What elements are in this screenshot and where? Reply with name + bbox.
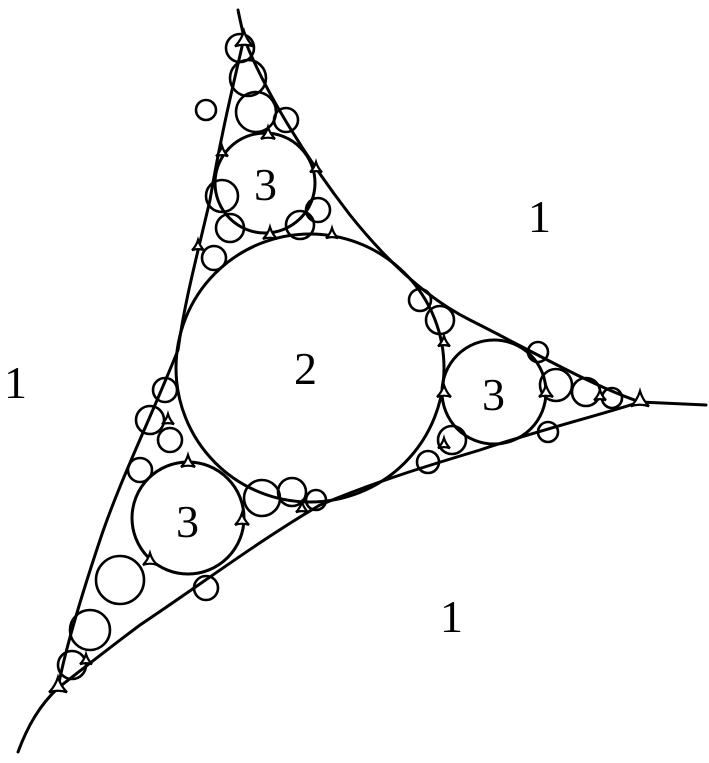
small-disk: [272, 106, 300, 134]
cusp-triangle: [295, 498, 309, 514]
small-disk-chains: [56, 32, 624, 681]
small-disk: [192, 574, 220, 602]
cusp-triangle: [436, 381, 452, 398]
small-disk: [204, 178, 240, 214]
small-disk: [436, 424, 468, 456]
cusp-triangle: [234, 509, 250, 526]
cusp-triangle: [437, 332, 451, 348]
small-disk: [194, 98, 218, 122]
label-disk-top: 3: [254, 159, 277, 210]
outer-boundary-left: [56, 36, 246, 690]
cusp-triangle: [215, 142, 229, 158]
small-disk: [200, 244, 228, 272]
small-disk: [570, 376, 602, 408]
boundary-curves: [16, 8, 708, 754]
cusp-triangle: [538, 381, 554, 398]
small-disk: [407, 287, 433, 313]
small-disk: [234, 90, 278, 134]
cusp-triangle: [180, 451, 196, 468]
small-disk: [134, 404, 166, 436]
label-center-disk: 2: [294, 343, 317, 394]
small-disk: [68, 608, 112, 652]
small-disk: [538, 367, 574, 403]
small-disk: [526, 340, 550, 364]
cusp-triangle: [260, 123, 276, 140]
small-disk: [304, 488, 328, 512]
cusp-triangles: [48, 27, 650, 694]
label-disk-right: 3: [482, 369, 505, 420]
label-outer-bottom: 1: [440, 591, 463, 642]
cusp-triangle: [48, 673, 68, 694]
cusp-triangle: [161, 410, 175, 426]
small-disk: [56, 649, 88, 681]
small-disk: [424, 304, 456, 336]
small-disk: [126, 456, 154, 484]
cusp-triangle: [309, 158, 323, 174]
small-disk: [276, 476, 308, 508]
cusp-triangle: [262, 223, 278, 240]
small-disk: [304, 196, 332, 224]
small-disk: [151, 376, 179, 404]
small-disk: [536, 420, 560, 444]
small-disk: [228, 58, 268, 98]
cusp-triangle: [79, 650, 93, 666]
cusp-triangle: [593, 386, 607, 402]
outer-boundary-right-lower: [16, 400, 642, 754]
small-disk: [214, 212, 246, 244]
label-disk-bottom-left: 3: [176, 496, 199, 547]
cusp-triangle: [191, 236, 205, 252]
small-disk: [415, 449, 441, 475]
label-outer-left: 1: [4, 357, 27, 408]
small-disk: [284, 209, 316, 241]
cusp-triangle: [142, 549, 158, 566]
small-disk: [156, 426, 184, 454]
small-disk: [94, 554, 146, 606]
cusp-triangle: [437, 434, 451, 450]
cusp-triangle: [325, 224, 339, 240]
cusp-triangle: [630, 387, 650, 408]
label-outer-top-right: 1: [528, 191, 551, 242]
cusp-triangle: [234, 27, 254, 48]
